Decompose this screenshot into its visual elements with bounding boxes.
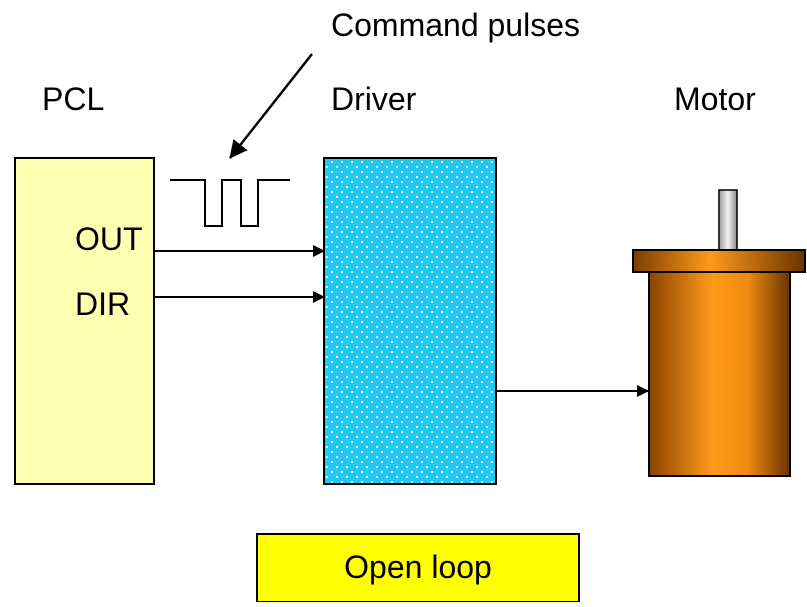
open-loop-caption: Open loop <box>344 549 492 585</box>
command-pulses-label: Command pulses <box>331 7 580 43</box>
pcl-box <box>14 157 155 485</box>
command-pulses-pointer <box>229 53 313 159</box>
motor-shaft <box>718 189 738 251</box>
pcl-label: PCL <box>42 81 104 117</box>
dir-port-label: DIR <box>75 286 130 322</box>
out-port-label: OUT <box>75 221 143 257</box>
driver-label: Driver <box>331 81 417 117</box>
motor-icon <box>632 189 806 477</box>
open-loop-caption-box <box>256 533 580 603</box>
driver-box <box>323 157 497 485</box>
motor-flange <box>632 249 806 273</box>
pulse-waveform <box>170 179 290 227</box>
motor-label: Motor <box>674 81 756 117</box>
motor-body <box>648 271 791 477</box>
